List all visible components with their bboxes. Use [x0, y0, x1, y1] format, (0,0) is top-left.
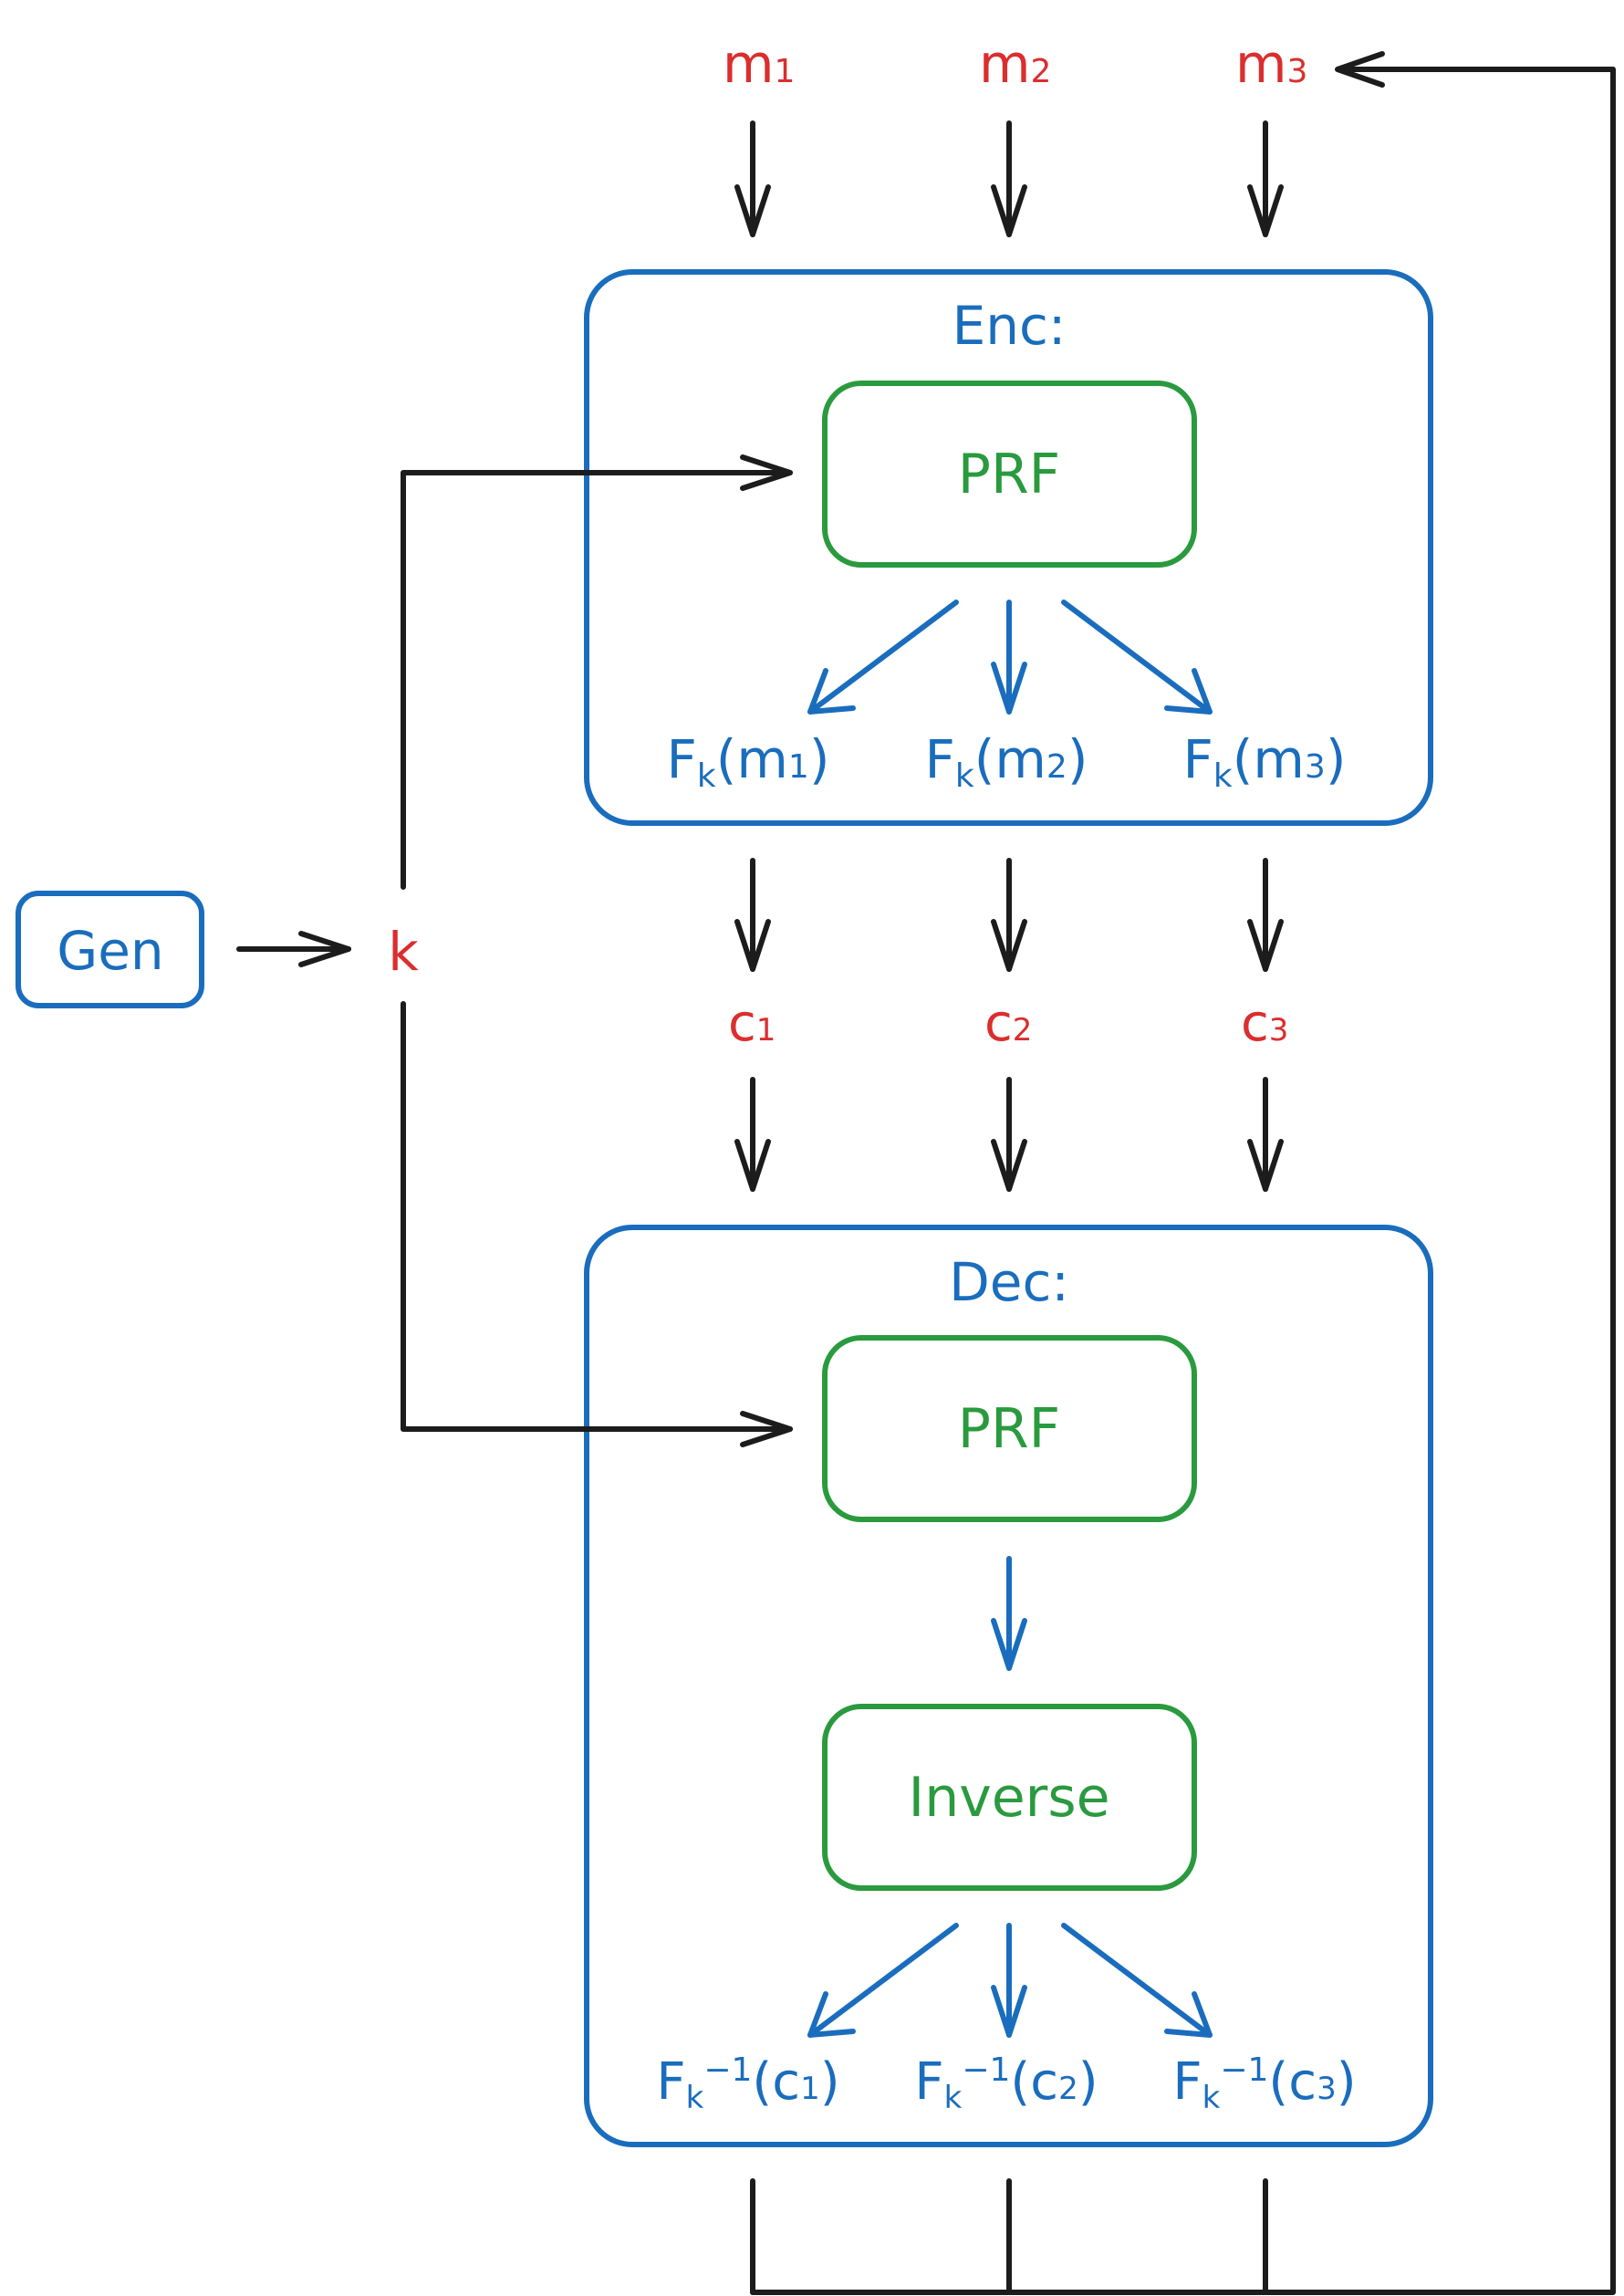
- enc-prf-box: [822, 381, 1197, 568]
- dec-output-3: Fk−1(c3): [1172, 2051, 1356, 2116]
- arrow-enc-to-c1: [734, 858, 771, 972]
- arrow-c2-to-dec: [991, 1077, 1027, 1192]
- feedback-loop: [750, 51, 1616, 2295]
- message-m3: m3: [1235, 33, 1307, 95]
- dec-output-1: Fk−1(c1): [656, 2051, 839, 2116]
- enc-arrow-left: [807, 600, 959, 715]
- dec-prf-box: [822, 1335, 1197, 1522]
- ciphertext-c1: c1: [728, 994, 776, 1053]
- arrow-c3-to-dec: [1247, 1077, 1284, 1192]
- gen-label: Gen: [57, 920, 163, 982]
- enc-output-1: Fk(m1): [667, 728, 830, 795]
- dec-output-2: Fk−1(c2): [914, 2051, 1098, 2116]
- arrow-prf-to-inverse: [991, 1556, 1027, 1671]
- gen-box: [16, 891, 204, 1008]
- enc-arrow-middle: [991, 600, 1027, 715]
- dec-box: [584, 1225, 1433, 2147]
- arrow-enc-to-c2: [991, 858, 1027, 972]
- enc-output-2: Fk(m2): [925, 728, 1088, 795]
- ciphertext-c2: c2: [984, 994, 1032, 1053]
- enc-arrow-right: [1061, 600, 1213, 715]
- svg-text:m3: m3: [1235, 33, 1307, 95]
- arrow-gen-to-key: [236, 931, 351, 967]
- dec-inverse-label: Inverse: [909, 1766, 1110, 1830]
- dec-inverse-box: [822, 1704, 1197, 1891]
- dec-arrow-left: [807, 1923, 959, 2038]
- key-to-dec-prf-line: [401, 1001, 793, 1447]
- arrow-m3-to-enc: [1247, 120, 1284, 237]
- message-m1: m1: [723, 33, 795, 95]
- key-to-enc-prf-line: [401, 454, 793, 890]
- enc-output-3: Fk(m3): [1183, 728, 1347, 795]
- enc-box: [584, 269, 1433, 826]
- dec-arrow-middle: [991, 1923, 1027, 2038]
- arrow-m1-to-enc: [734, 120, 771, 237]
- ciphertext-c3: c3: [1241, 994, 1288, 1053]
- arrow-c1-to-dec: [734, 1077, 771, 1192]
- arrow-m2-to-enc: [991, 120, 1027, 237]
- enc-prf-label: PRF: [958, 443, 1060, 506]
- dec-arrow-right: [1061, 1923, 1213, 2038]
- arrow-enc-to-c3: [1247, 858, 1284, 972]
- svg-text:m1: m1: [723, 33, 795, 95]
- message-m2: m2: [979, 33, 1051, 95]
- svg-text:m2: m2: [979, 33, 1051, 95]
- key-k: k: [388, 921, 419, 983]
- enc-title: Enc:: [953, 295, 1067, 357]
- dec-prf-label: PRF: [958, 1397, 1060, 1461]
- dec-title: Dec:: [949, 1251, 1069, 1313]
